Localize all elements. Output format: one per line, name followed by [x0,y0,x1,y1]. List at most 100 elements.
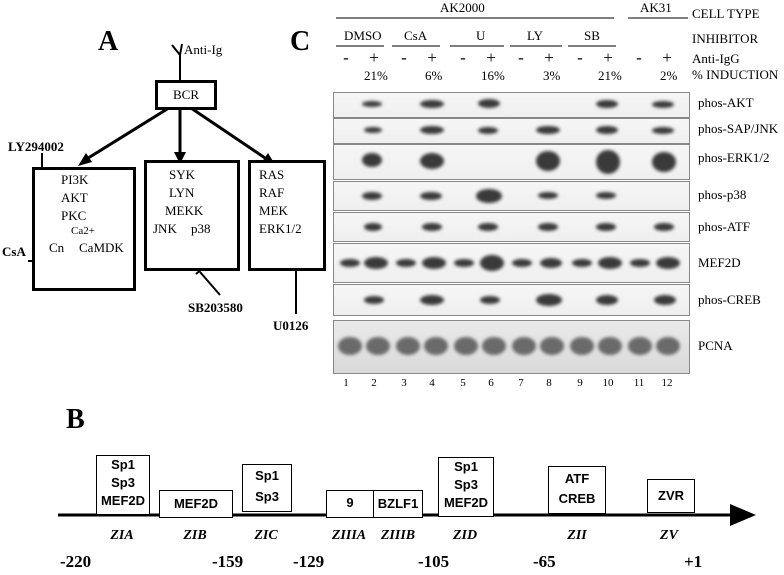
lane-1: 1 [343,377,349,389]
zone-zia: ZIA [110,528,134,543]
row-label-cell-type: CELL TYPE [692,6,760,21]
zia-line-3: MEF2D [100,493,146,508]
pos-105: -105 [418,552,450,571]
zid-line-2: Sp3 [454,477,478,492]
induction-ly: 3% [543,68,561,83]
blot-phos-atf [333,212,690,242]
sign-lane-10: + [603,48,613,67]
lane-2: 2 [371,377,377,389]
induction-u: 16% [481,68,505,83]
zone-zib: ZIB [183,528,207,543]
row-label-inhibitor: INHIBITOR [692,31,759,46]
sign-lane-7: - [518,48,524,67]
pos-plus-1: +1 [684,552,703,571]
sign-lane-2: + [369,48,379,67]
mekk-label: MEKK [165,203,204,218]
erk-label: ERK1/2 [259,221,302,236]
box-ziiib: BZLF1 [373,490,423,518]
lyn-label: LYN [169,185,195,200]
induction-dmso: 21% [364,68,388,83]
label-phos-creb: phos-CREB [698,292,761,307]
bcr-box: BCR [155,80,217,110]
induction-sb: 21% [598,68,622,83]
zone-zv: ZV [660,528,678,543]
pos-220: -220 [60,552,92,571]
blot-pcna [333,320,690,374]
zii-line-1: ATF [564,471,590,486]
u0126-label: U0126 [273,318,309,333]
sign-lane-3: - [401,48,407,67]
csa-label: CsA [2,244,26,259]
zid-line-3: MEF2D [443,495,489,510]
bcr-label: BCR [172,87,199,102]
box-zia: Sp1 Sp3 MEF2D [96,455,150,515]
box-ziiia: 9 [326,490,374,518]
box-zib: MEF2D [159,490,233,518]
ziiia-line-1: 9 [346,495,354,510]
zib-line-1: MEF2D [173,496,219,511]
panel-c-header-lines [336,17,688,47]
pos-65: -65 [533,552,556,571]
lane-4: 4 [429,377,435,389]
panel-c-letter: C [290,26,311,57]
lane-10: 10 [602,377,614,389]
syk-pathway-box: SYK LYN MEKK JNK p38 [144,160,240,271]
zia-line-1: Sp1 [111,457,135,472]
zone-zic: ZIC [254,528,278,543]
box-zic: Sp1 Sp3 [242,464,292,512]
akt-label: AKT [61,190,88,205]
blot-phos-erk [333,144,690,180]
mek-label: MEK [259,203,288,218]
blot-mef2d [333,243,690,283]
sign-lane-5: - [460,48,466,67]
label-pcna: PCNA [698,338,733,353]
sign-lane-8: + [544,48,554,67]
zid-line-1: Sp1 [454,459,478,474]
induction-ak31: 2% [660,68,678,83]
pi3k-pathway-box: PI3K AKT PKC Ca2+ Cn CaMDK [32,167,136,291]
pos-159: -159 [212,552,244,571]
label-phos-akt: phos-AKT [698,95,754,110]
inhibitor-dmso: DMSO [344,28,382,43]
jnk-label: JNK [153,221,177,236]
sb203580-label: SB203580 [188,300,243,315]
cell-type-ak31: AK31 [640,0,672,15]
camdk-label: CaMDK [79,240,124,255]
sign-lane-6: + [486,48,496,67]
box-zii: ATF CREB [548,466,606,514]
pkc-label: PKC [61,208,87,223]
cn-label: Cn [49,240,65,255]
ziiib-line-1: BZLF1 [377,496,419,511]
inhibitor-csa: CsA [404,28,428,43]
box-zid: Sp1 Sp3 MEF2D [438,457,494,517]
ly294002-label: LY294002 [8,139,64,154]
inhibitor-sb: SB [584,28,600,43]
ras-pathway-box: RAS RAF MEK ERK1/2 [248,160,326,271]
sign-lane-1: - [343,48,349,67]
zic-line-1: Sp1 [255,468,279,483]
zone-ziiib: ZIIIB [380,528,416,543]
lane-8: 8 [546,377,552,389]
box-zv: ZVR [647,479,695,513]
pi3k-label: PI3K [61,172,89,187]
zv-line-1: ZVR [658,488,684,503]
row-label-anti-igg: Anti-IgG [692,51,740,66]
sign-lane-9: - [577,48,583,67]
zii-line-2: CREB [558,491,596,506]
sign-lane-12: + [662,48,672,67]
lane-5: 5 [460,377,466,389]
panel-b-letter: B [66,404,85,435]
ras-label: RAS [259,167,285,182]
blot-phos-akt [333,92,690,118]
lane-9: 9 [577,377,583,389]
label-phos-p38: phos-p38 [698,187,747,202]
label-phos-atf: phos-ATF [698,219,751,234]
zone-ziiia: ZIIIA [331,528,367,543]
induction-csa: 6% [425,68,443,83]
panel-a-letter: A [98,26,119,57]
blot-phos-sap-jnk [333,118,690,144]
blot-phos-p38 [333,181,690,211]
row-label-induction: % INDUCTION [692,67,779,82]
raf-label: RAF [259,185,285,200]
pos-129: -129 [293,552,325,571]
